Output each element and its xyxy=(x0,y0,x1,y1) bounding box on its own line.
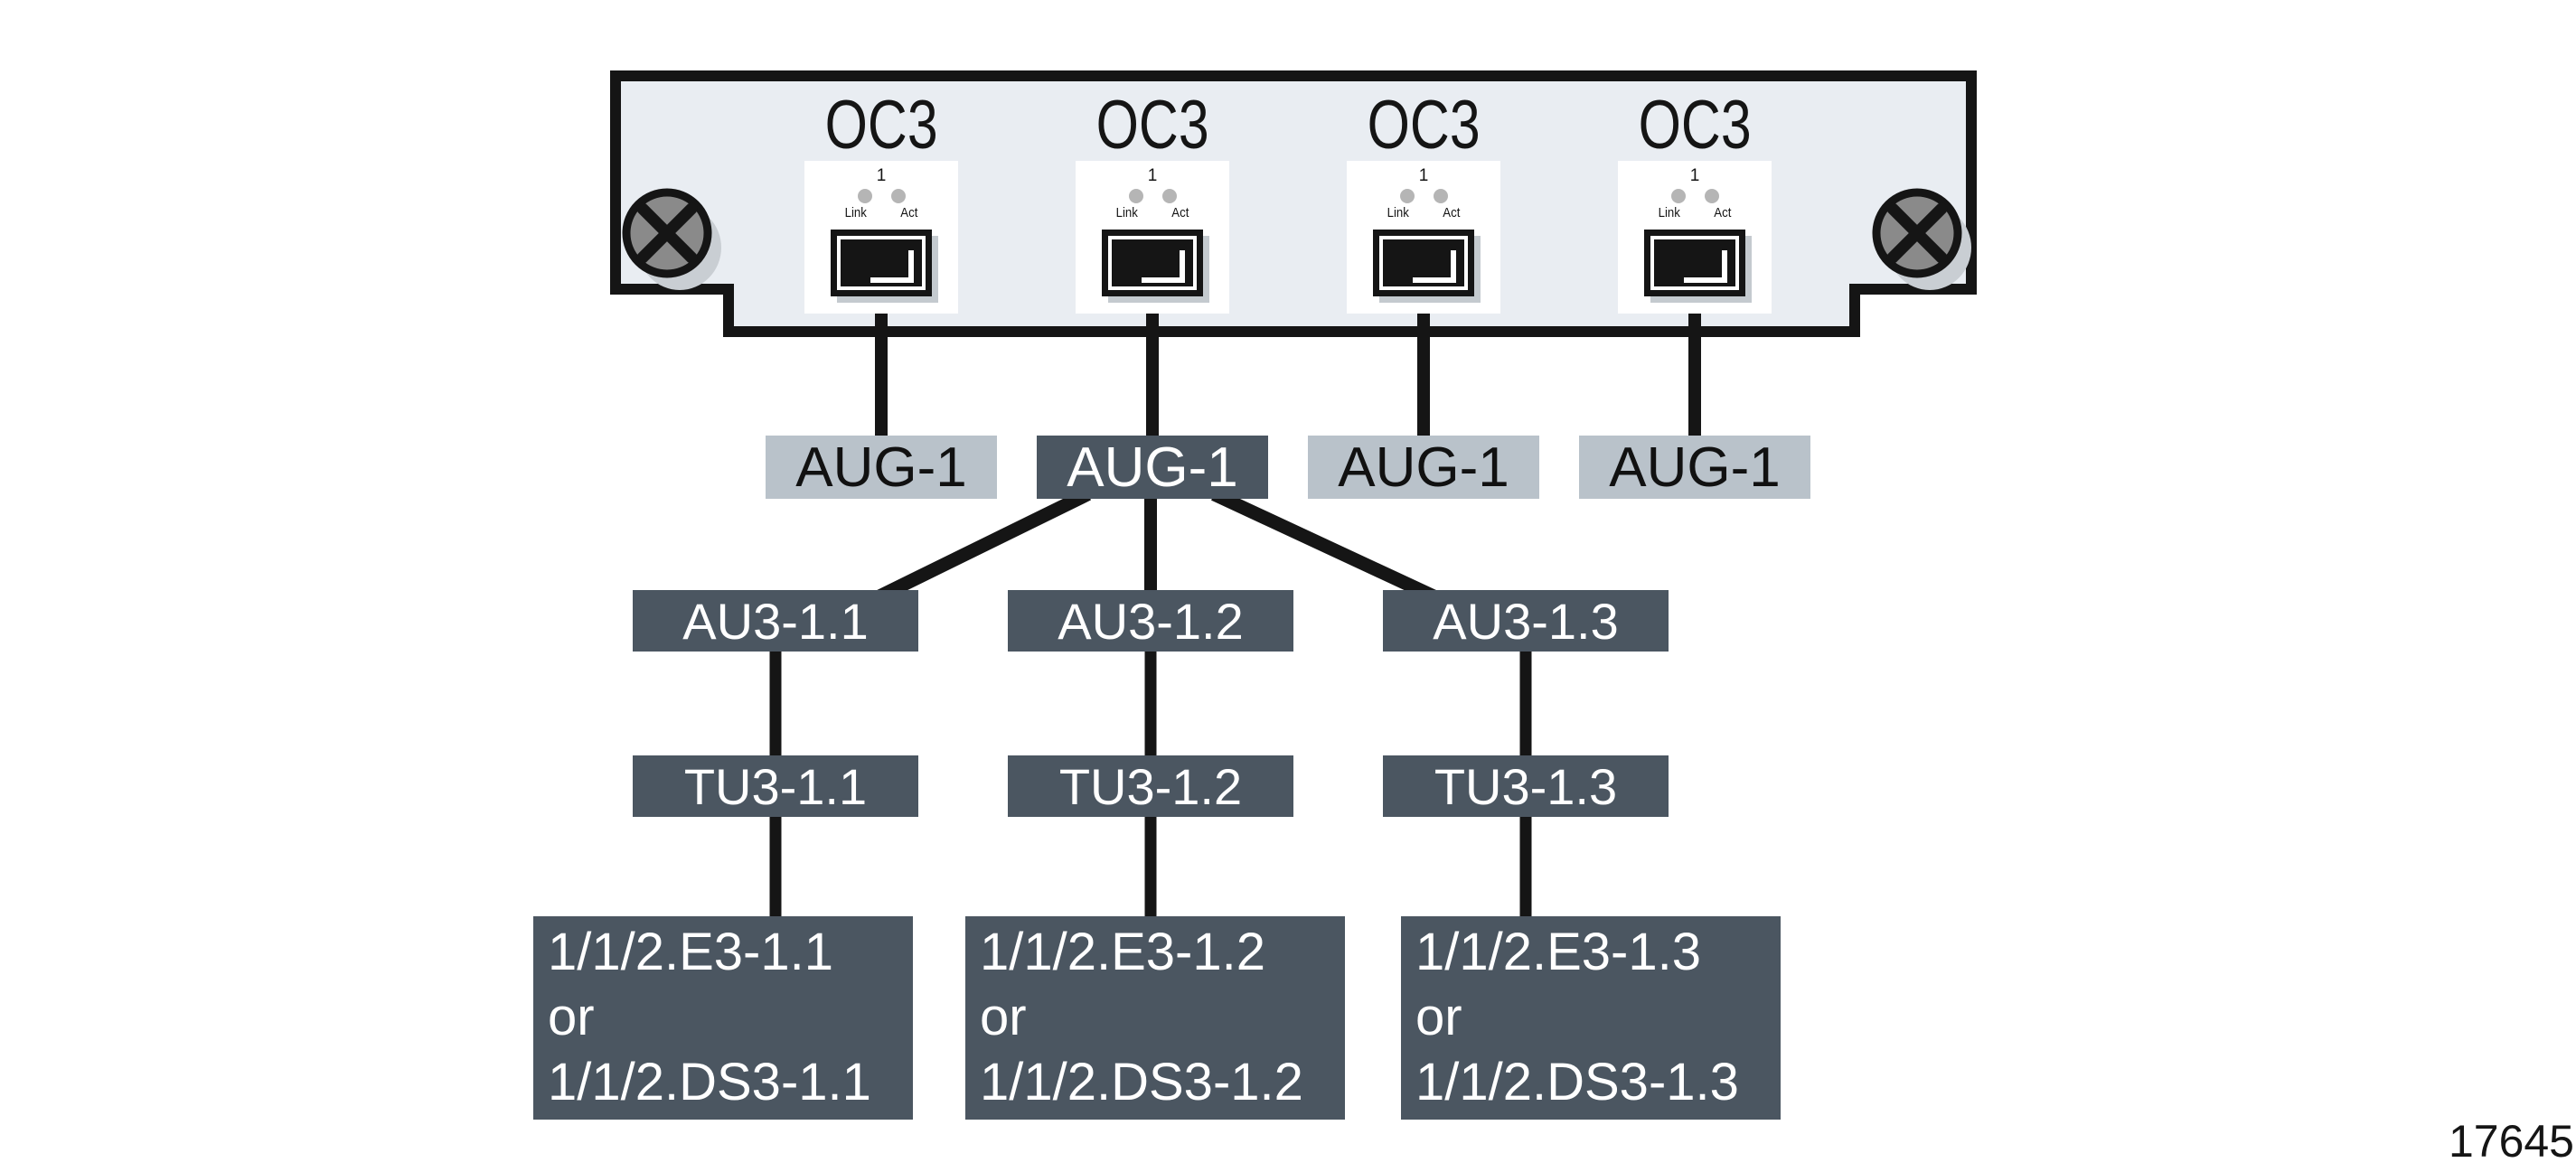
port-number: 1 xyxy=(1689,166,1700,185)
port-title-oc3-1: OC3 xyxy=(824,87,938,164)
aug2-au3-1-line xyxy=(873,487,1092,605)
channel-box-2: 1/1/2.E3-1.2 or 1/1/2.DS3-1.2 xyxy=(965,916,1345,1120)
act-led-label: Act xyxy=(900,205,918,220)
sfp-port-module-4: 1 Link Act xyxy=(1618,161,1772,314)
link-led-icon xyxy=(1670,189,1686,203)
port-title-oc3-2: OC3 xyxy=(1095,87,1209,164)
link-led-icon xyxy=(857,189,872,203)
channel-line: or xyxy=(980,988,1027,1046)
link-led-icon xyxy=(1128,189,1143,203)
sfp-cage-icon xyxy=(1102,230,1203,296)
tu3-box-3: TU3-1.3 xyxy=(1383,755,1669,817)
port-title-oc3-3: OC3 xyxy=(1367,87,1481,164)
sfp-latch-icon xyxy=(1722,250,1727,283)
channel-box-3: 1/1/2.E3-1.3 or 1/1/2.DS3-1.3 xyxy=(1401,916,1781,1120)
led-row xyxy=(1670,189,1719,203)
channel-line: or xyxy=(1415,988,1462,1046)
channel-line: or xyxy=(548,988,595,1046)
aug2-fanout-links xyxy=(873,487,1439,605)
led-row xyxy=(1399,189,1448,203)
channel-box-1: 1/1/2.E3-1.1 or 1/1/2.DS3-1.1 xyxy=(533,916,913,1120)
aug-box-2: AUG-1 xyxy=(1037,436,1268,499)
channel-line: 1/1/2.DS3-1.2 xyxy=(980,1053,1303,1111)
sfp-latch-icon xyxy=(1684,277,1727,283)
led-row xyxy=(1128,189,1177,203)
port-aug-links xyxy=(875,298,1701,447)
sfp-latch-icon xyxy=(1413,277,1456,283)
sfp-port-module-3: 1 Link Act xyxy=(1347,161,1500,314)
act-led-label: Act xyxy=(1443,205,1461,220)
aug-box-1: AUG-1 xyxy=(766,436,997,499)
sfp-latch-icon xyxy=(1180,250,1185,283)
act-led-icon xyxy=(1433,189,1448,203)
channel-line: 1/1/2.E3-1.2 xyxy=(980,923,1265,981)
screw-icon xyxy=(622,188,721,290)
aug2-au3-3-line xyxy=(1211,488,1439,604)
sfp-latch-icon xyxy=(1142,277,1185,283)
sfp-cage-icon xyxy=(1644,230,1745,296)
link-led-icon xyxy=(1399,189,1415,203)
au3-tu3-links xyxy=(769,646,1532,759)
act-led-icon xyxy=(890,189,906,203)
sfp-latch-icon xyxy=(1451,250,1456,283)
led-row xyxy=(857,189,906,203)
act-led-label: Act xyxy=(1171,205,1189,220)
sfp-cage-icon xyxy=(831,230,932,296)
sfp-latch-icon xyxy=(870,277,914,283)
act-led-icon xyxy=(1704,189,1719,203)
channel-line: 1/1/2.E3-1.3 xyxy=(1415,923,1701,981)
act-led-icon xyxy=(1161,189,1177,203)
au3-box-1: AU3-1.1 xyxy=(633,590,918,652)
aug-box-3: AUG-1 xyxy=(1308,436,1539,499)
link-led-label: Link xyxy=(845,205,868,220)
link-led-label: Link xyxy=(1116,205,1139,220)
screw-icon xyxy=(1872,188,1971,290)
au3-box-2: AU3-1.2 xyxy=(1008,590,1293,652)
sfp-port-module-1: 1 Link Act xyxy=(804,161,958,314)
link-led-label: Link xyxy=(1387,205,1410,220)
tu3-channel-links xyxy=(769,811,1532,922)
aug-box-4: AUG-1 xyxy=(1579,436,1810,499)
channel-line: 1/1/2.DS3-1.1 xyxy=(548,1053,871,1111)
port-number: 1 xyxy=(1418,166,1429,185)
channel-line: 1/1/2.E3-1.1 xyxy=(548,923,833,981)
channel-line: 1/1/2.DS3-1.3 xyxy=(1415,1053,1739,1111)
port-title-oc3-4: OC3 xyxy=(1638,87,1752,164)
sfp-latch-icon xyxy=(908,250,914,283)
tu3-box-2: TU3-1.2 xyxy=(1008,755,1293,817)
sfp-cage-icon xyxy=(1373,230,1474,296)
link-led-label: Link xyxy=(1659,205,1681,220)
figure-number: 17645 xyxy=(2448,1116,2574,1167)
port-number: 1 xyxy=(876,166,887,185)
au3-box-3: AU3-1.3 xyxy=(1383,590,1669,652)
tu3-box-1: TU3-1.1 xyxy=(633,755,918,817)
sfp-port-module-2: 1 Link Act xyxy=(1076,161,1229,314)
act-led-label: Act xyxy=(1714,205,1732,220)
port-number: 1 xyxy=(1147,166,1158,185)
